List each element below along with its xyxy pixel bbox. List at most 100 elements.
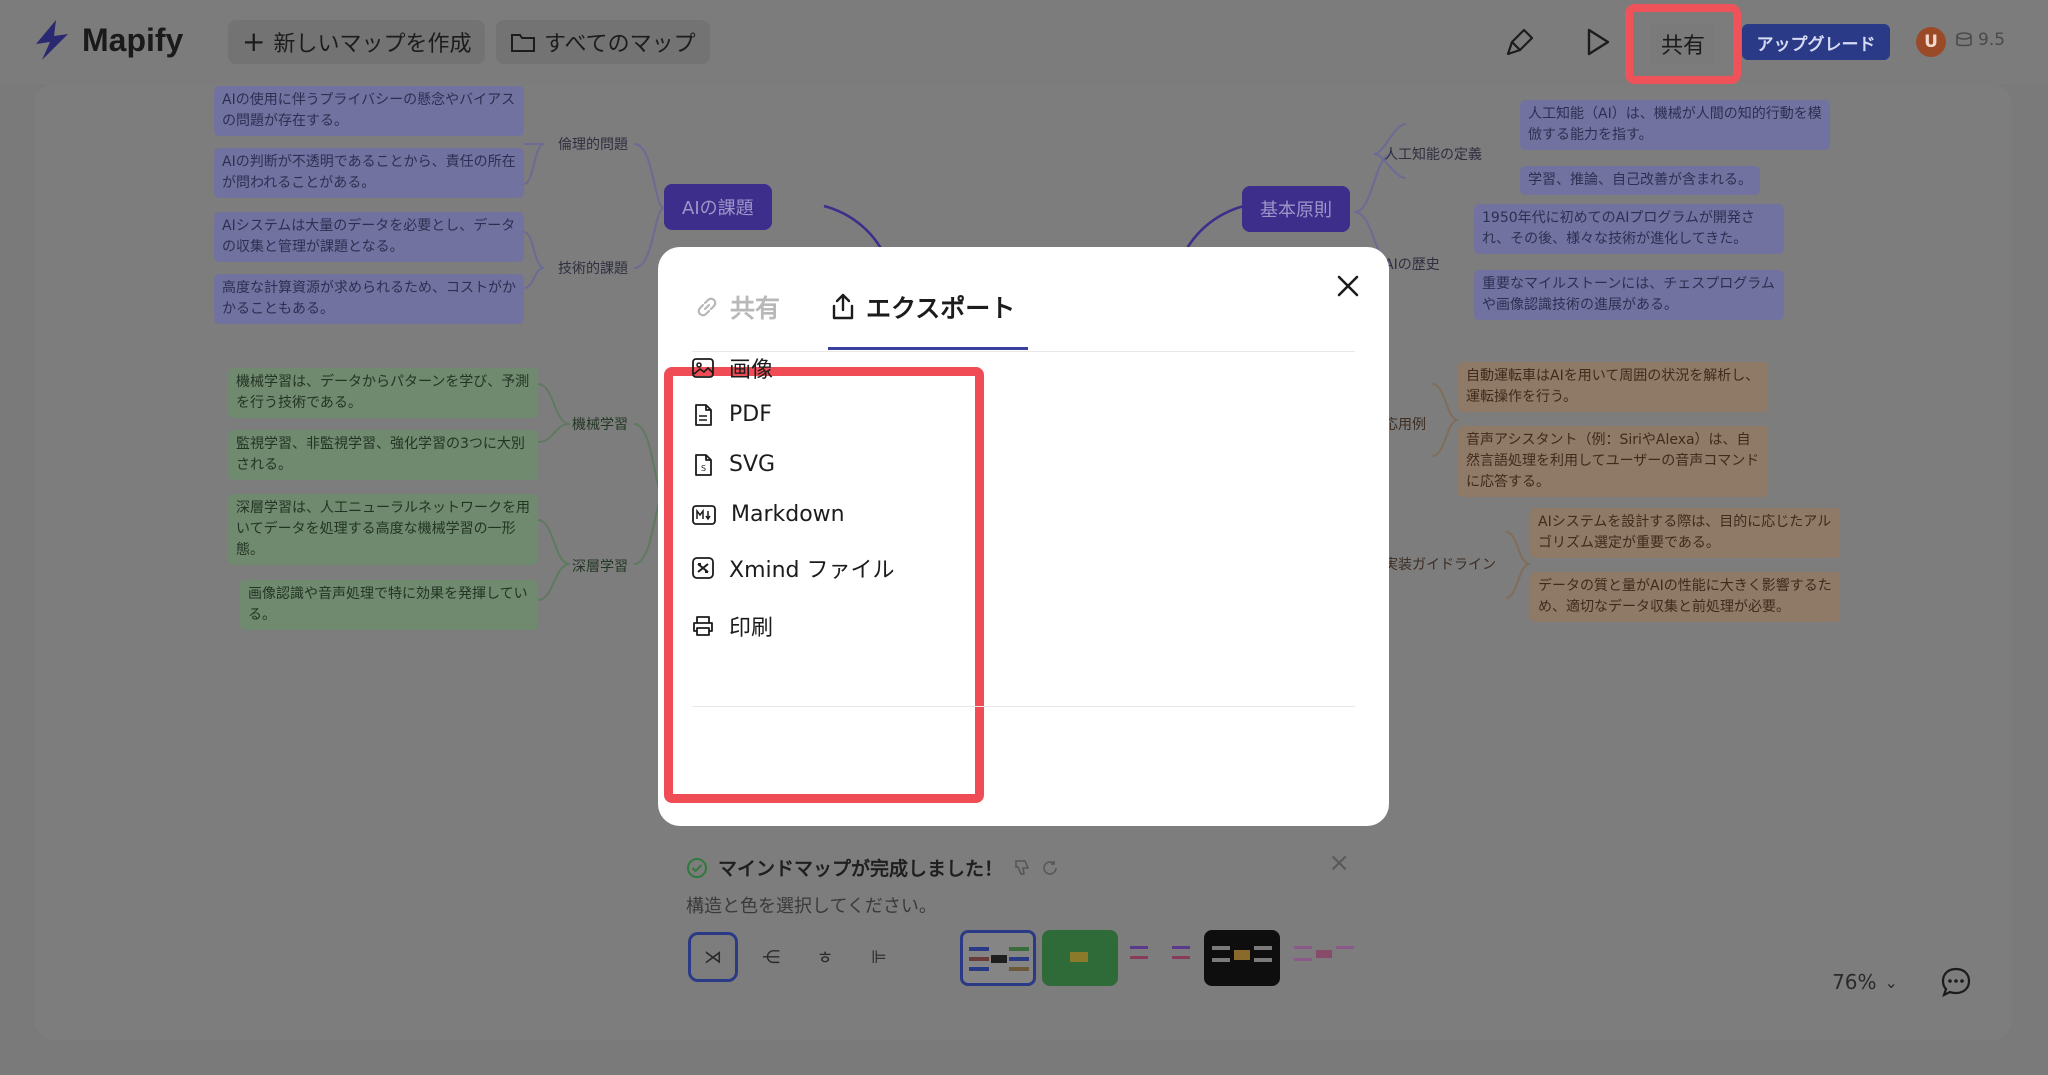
note-left-1a[interactable]: AIの使用に伴うプライバシーの懸念やバイアスの問題が存在する。 (214, 86, 524, 136)
pdf-file-icon (695, 403, 712, 426)
zoom-dropdown[interactable]: 76% ⌄ (1810, 958, 1920, 1006)
branch-label[interactable]: 機械学習 (572, 417, 628, 433)
note-right-3b[interactable]: 音声アシスタント（例：SiriやAlexa）は、自然言語処理を利用してユーザーの… (1458, 426, 1768, 497)
branch-label[interactable]: 人工知能の定義 (1384, 147, 1482, 163)
theme-swatch-3[interactable] (1122, 930, 1198, 986)
link-icon (697, 297, 717, 317)
active-tab-indicator (828, 347, 1028, 350)
export-image-option[interactable]: 画像 (691, 352, 773, 384)
refresh-icon[interactable] (1041, 859, 1059, 877)
tab-share-label: 共有 (730, 294, 781, 323)
share-label: 共有 (1650, 24, 1715, 64)
zoom-value: 76% (1832, 970, 1877, 994)
credits-display: 9.5 (1954, 30, 2005, 50)
tab-share[interactable]: 共有 (694, 289, 780, 325)
note-right-1b[interactable]: 学習、推論、自己改善が含まれる。 (1520, 166, 1760, 195)
chat-button[interactable] (1932, 958, 1980, 1006)
theme-swatch-5[interactable] (1286, 930, 1362, 986)
thumbs-down-icon[interactable] (1013, 859, 1031, 877)
completion-title-text: マインドマップが完成しました！ (718, 858, 1004, 880)
close-button[interactable] (1331, 269, 1365, 303)
all-maps-label: すべてのマップ (544, 32, 696, 57)
completion-title: マインドマップが完成しました！ (686, 854, 1059, 881)
credits-value: 9.5 (1978, 30, 2006, 50)
note-left-3a[interactable]: 機械学習は、データからパターンを学び、予測を行う技術である。 (228, 368, 538, 418)
export-modal: 共有 エクスポート 画像 PDF S SVG (658, 247, 1389, 826)
layout-left-button[interactable]: ⋲ (746, 932, 796, 982)
close-icon (1337, 275, 1359, 297)
layout-tree-button[interactable]: ㅎ (800, 932, 850, 982)
present-button[interactable] (1576, 20, 1620, 64)
export-item-label: 印刷 (729, 616, 774, 641)
completion-panel: マインドマップが完成しました！ 構造と色を選択してください。 × ⋊ ⋲ ㅎ ⊫ (664, 832, 1364, 1004)
upgrade-button[interactable]: アップグレード (1742, 24, 1890, 60)
branch-label[interactable]: 技術的課題 (558, 261, 628, 277)
svg-text:S: S (701, 464, 706, 473)
tab-divider (692, 351, 1355, 352)
note-right-2b[interactable]: 重要なマイルストーンには、チェスプログラムや画像認識技術の進展がある。 (1474, 270, 1784, 320)
layout-tree-icon: ㅎ (816, 948, 834, 969)
style-brush-button[interactable] (1498, 20, 1542, 64)
note-left-4b[interactable]: 画像認識や音声処理で特に効果を発揮している。 (240, 580, 538, 630)
logo[interactable]: Mapify (30, 18, 183, 62)
folder-icon (511, 34, 535, 52)
export-item-label: Markdown (731, 502, 845, 527)
chat-bubble-icon (1941, 967, 1971, 998)
theme-swatch-2[interactable] (1042, 930, 1118, 986)
avatar[interactable]: U (1916, 27, 1946, 57)
note-left-3b[interactable]: 監視学習、非監視学習、強化学習の3つに大別される。 (228, 430, 538, 480)
branch-label[interactable]: 深層学習 (572, 559, 628, 575)
check-circle-icon (687, 857, 707, 878)
new-map-label: 新しいマップを作成 (273, 32, 472, 57)
printer-icon (693, 616, 713, 636)
theme-swatch-4[interactable] (1204, 930, 1280, 986)
note-right-1a[interactable]: 人工知能（AI）は、機械が人間の知的行動を模倣する能力を指す。 (1520, 100, 1830, 150)
play-icon (1587, 28, 1610, 56)
chevron-down-icon: ⌄ (1884, 972, 1898, 992)
note-left-4a[interactable]: 深層学習は、人工ニューラルネットワークを用いてデータを処理する高度な機械学習の一… (228, 494, 538, 565)
branch-label[interactable]: AIの歴史 (1384, 257, 1440, 273)
export-item-label: PDF (729, 402, 772, 427)
new-map-button[interactable]: + 新しいマップを作成 (228, 20, 486, 64)
completion-subtitle: 構造と色を選択してください。 (686, 896, 937, 917)
theme-swatch-1[interactable] (960, 930, 1036, 986)
tab-export[interactable]: エクスポート (830, 289, 1015, 325)
note-left-2a[interactable]: AIシステムは大量のデータを必要とし、データの収集と管理が課題となる。 (214, 212, 524, 262)
share-button[interactable]: 共有 (1625, 4, 1741, 84)
note-right-4b[interactable]: データの質と量がAIの性能に大きく影響するため、適切なデータ収集と前処理が必要。 (1530, 572, 1840, 622)
topic-node[interactable]: 基本原則 (1242, 186, 1350, 232)
branch-label[interactable]: 倫理的問題 (558, 137, 628, 153)
tab-export-label: エクスポート (866, 294, 1016, 323)
export-item-label: SVG (729, 452, 776, 477)
export-markdown-option[interactable]: Markdown (691, 502, 845, 527)
layout-balanced-icon: ⋊ (704, 946, 722, 968)
layout-right-button[interactable]: ⊫ (854, 932, 904, 982)
app-name: Mapify (82, 21, 184, 58)
xmind-icon (692, 557, 714, 579)
topic-node[interactable]: AIの課題 (664, 184, 772, 230)
print-option[interactable]: 印刷 (691, 610, 773, 642)
export-pdf-option[interactable]: PDF (691, 402, 772, 427)
export-svg-option[interactable]: S SVG (691, 452, 775, 477)
layout-balanced-button[interactable]: ⋊ (688, 932, 738, 982)
panel-close-icon[interactable]: × (1328, 848, 1350, 878)
note-right-3a[interactable]: 自動運転車はAIを用いて周囲の状況を解析し、運転操作を行う。 (1458, 362, 1768, 412)
logo-bolt-icon (36, 20, 68, 60)
export-xmind-option[interactable]: Xmind ファイル (691, 552, 895, 584)
branch-label[interactable]: 実装ガイドライン (1384, 557, 1496, 573)
brush-icon (1506, 28, 1534, 56)
markdown-icon (692, 504, 716, 525)
plus-icon: + (242, 25, 266, 58)
note-left-1b[interactable]: AIの判断が不透明であることから、責任の所在が問われることがある。 (214, 148, 524, 198)
export-options-highlight (664, 367, 984, 803)
note-right-2a[interactable]: 1950年代に初めてのAIプログラムが開発され、その後、様々な技術が進化してきた… (1474, 204, 1784, 254)
note-right-4a[interactable]: AIシステムを設計する際は、目的に応じたアルゴリズム選定が重要である。 (1530, 508, 1840, 558)
list-divider (692, 706, 1355, 707)
image-icon (692, 358, 714, 378)
note-left-2b[interactable]: 高度な計算資源が求められるため、コストがかかることもある。 (214, 274, 524, 324)
all-maps-button[interactable]: すべてのマップ (496, 20, 710, 64)
branch-label[interactable]: 応用例 (1384, 417, 1426, 433)
layout-right-icon: ⊫ (871, 946, 887, 968)
coins-icon (1956, 32, 1972, 47)
connector-lines (523, 123, 1531, 601)
